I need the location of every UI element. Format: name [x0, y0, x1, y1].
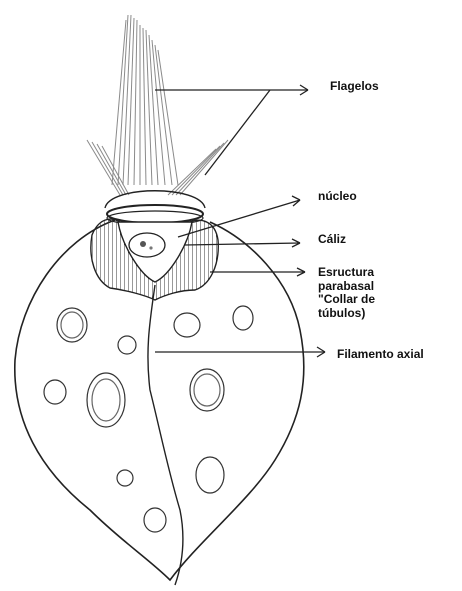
- flagella: [87, 15, 228, 195]
- label-filamento-axial: Filamento axial: [337, 348, 424, 361]
- label-nucleo: núcleo: [318, 190, 357, 203]
- label-estructura-parabasal: Esructura parabasal "Collar de túbulos): [318, 266, 375, 320]
- calyx: [105, 191, 205, 225]
- label-caliz: Cáliz: [318, 233, 346, 246]
- nucleus: [129, 233, 165, 257]
- label-flagelos: Flagelos: [330, 80, 379, 93]
